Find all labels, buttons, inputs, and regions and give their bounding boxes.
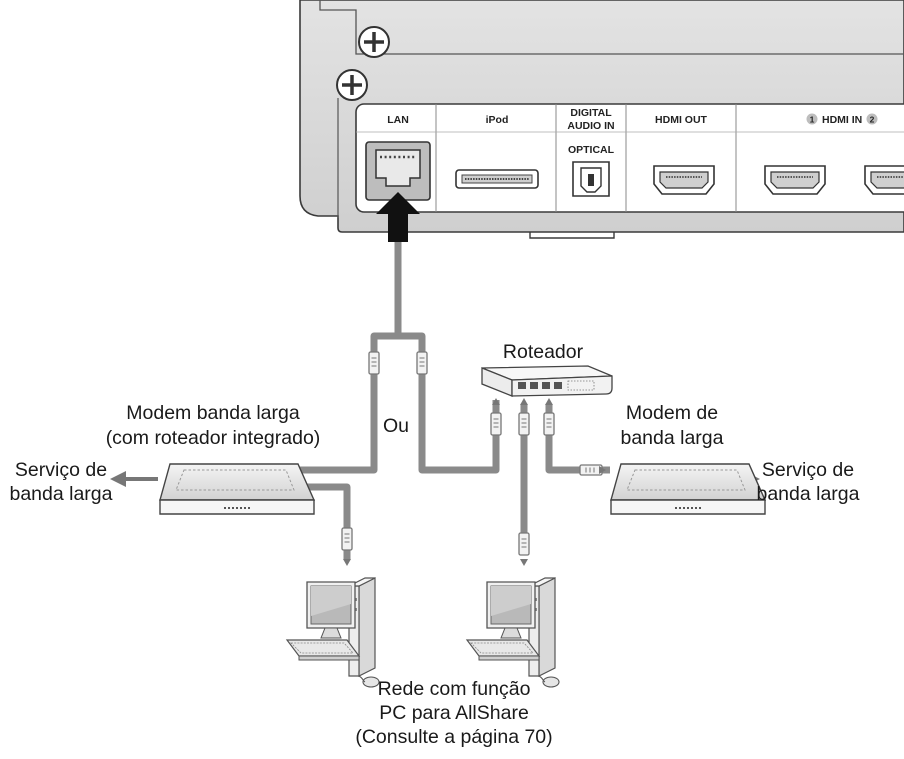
hdmi-in-1-port-icon bbox=[764, 165, 826, 195]
service-left-label: Serviço de bbox=[15, 459, 107, 481]
pc-icon bbox=[286, 577, 380, 688]
ethernet-connector-icon bbox=[416, 351, 428, 375]
service-right-label: Serviço de bbox=[762, 459, 854, 481]
service-left-label: banda larga bbox=[9, 483, 112, 505]
modem-router-icon bbox=[159, 463, 315, 515]
svg-text:1: 1 bbox=[810, 115, 815, 125]
screw-icon bbox=[358, 26, 390, 58]
modem-label: banda larga bbox=[620, 427, 723, 449]
or-label: Ou bbox=[383, 415, 409, 437]
footer-caption: PC para AllShare bbox=[379, 702, 529, 724]
modem-router-label: Modem banda larga bbox=[126, 402, 300, 424]
modem-icon bbox=[610, 463, 766, 515]
service-right-label: banda larga bbox=[756, 483, 859, 505]
ethernet-connector-icon bbox=[579, 464, 603, 476]
ethernet-connector-icon bbox=[490, 412, 502, 436]
lan-port-icon bbox=[365, 141, 431, 201]
insert-arrow-icon bbox=[376, 192, 420, 242]
port-label-hdmi-out: HDMI OUT bbox=[655, 114, 707, 126]
optical-port-icon bbox=[572, 161, 610, 197]
port-label-lan: LAN bbox=[387, 114, 409, 126]
svg-text:HDMI IN: HDMI IN bbox=[822, 114, 862, 126]
port-label-hdmi-in: 1 HDMI IN 2 bbox=[806, 113, 878, 126]
router-icon bbox=[481, 365, 613, 397]
port-label-optical: OPTICAL bbox=[568, 144, 615, 156]
ethernet-connector-icon bbox=[518, 532, 530, 556]
ethernet-connector-icon bbox=[543, 412, 555, 436]
port-label-digital-audio: AUDIO IN bbox=[567, 120, 614, 132]
footer-caption: (Consulte a página 70) bbox=[355, 726, 552, 748]
ethernet-connector-icon bbox=[368, 351, 380, 375]
ethernet-connector-icon bbox=[518, 412, 530, 436]
port-label-ipod: iPod bbox=[486, 114, 509, 126]
pc-icon bbox=[466, 577, 560, 688]
ipod-port-icon bbox=[455, 169, 539, 189]
router-label: Roteador bbox=[503, 341, 584, 363]
hdmi-in-2-port-icon bbox=[864, 165, 904, 195]
port-label-digital-audio: DIGITAL bbox=[570, 107, 612, 119]
footer-caption: Rede com função bbox=[378, 678, 531, 700]
ethernet-connector-icon bbox=[341, 527, 353, 551]
screw-icon bbox=[336, 69, 368, 101]
modem-router-label: (com roteador integrado) bbox=[106, 427, 321, 449]
svg-text:2: 2 bbox=[870, 115, 875, 125]
modem-label: Modem de bbox=[626, 402, 718, 424]
hdmi-out-port-icon bbox=[653, 165, 715, 195]
